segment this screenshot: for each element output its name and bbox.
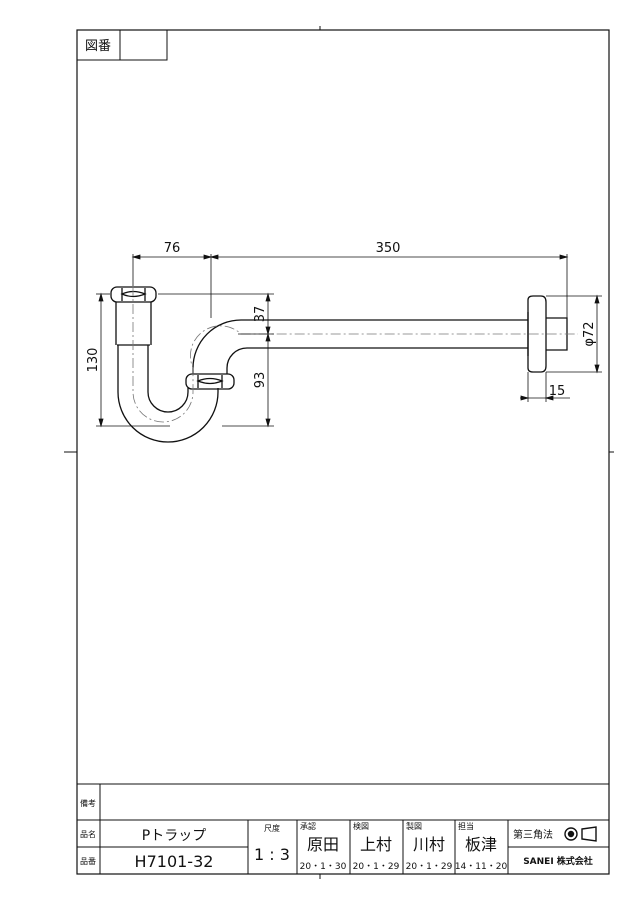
title-block bbox=[77, 783, 609, 874]
center-line bbox=[132, 286, 578, 423]
approve-label: 承認 bbox=[300, 821, 316, 831]
draw-name: 川村 bbox=[413, 835, 445, 854]
sheet-border bbox=[76, 29, 610, 875]
middle-nut bbox=[185, 373, 235, 390]
inspect-date: 20・1・29 bbox=[353, 862, 400, 872]
company-name: SANEI 株式会社 bbox=[523, 855, 593, 867]
charge-label: 担当 bbox=[458, 821, 474, 831]
projection-label: 第三角法 bbox=[513, 828, 553, 841]
dim-130: 130 bbox=[86, 348, 101, 373]
scale-value: 1 : 3 bbox=[254, 845, 290, 864]
product-number-label: 品番 bbox=[80, 856, 96, 866]
approve-date: 20・1・30 bbox=[300, 862, 347, 872]
drawing-number-label: 図番 bbox=[85, 39, 111, 54]
draw-label: 製図 bbox=[406, 821, 422, 831]
remarks-label: 備考 bbox=[80, 798, 96, 808]
charge-name: 板津 bbox=[465, 835, 497, 854]
dim-15: 15 bbox=[549, 384, 566, 399]
draw-date: 20・1・29 bbox=[406, 862, 453, 872]
rising-bend bbox=[192, 319, 528, 374]
product-name: Pトラップ bbox=[142, 828, 206, 844]
scale-label: 尺度 bbox=[264, 823, 280, 833]
dimension-lines bbox=[96, 254, 602, 428]
product-name-label: 品名 bbox=[80, 829, 96, 839]
approve-name: 原田 bbox=[307, 835, 339, 854]
drawing-number-box: 図番 bbox=[76, 29, 168, 61]
inspect-name: 上村 bbox=[360, 835, 392, 854]
product-number: H7101-32 bbox=[135, 852, 214, 871]
dim-37: 37 bbox=[253, 306, 268, 323]
dim-76: 76 bbox=[164, 241, 181, 256]
charge-date: 14・11・20 bbox=[455, 862, 508, 872]
inspect-label: 検図 bbox=[353, 821, 369, 831]
dim-93: 93 bbox=[253, 372, 268, 389]
dim-350: 350 bbox=[376, 241, 401, 256]
u-bend bbox=[117, 345, 219, 443]
p-trap-drawing bbox=[110, 286, 568, 443]
top-nut bbox=[110, 286, 157, 303]
third-angle-projection-icon bbox=[564, 826, 597, 842]
dim-phi-72: φ72 bbox=[582, 321, 597, 346]
tailpiece bbox=[115, 302, 152, 346]
